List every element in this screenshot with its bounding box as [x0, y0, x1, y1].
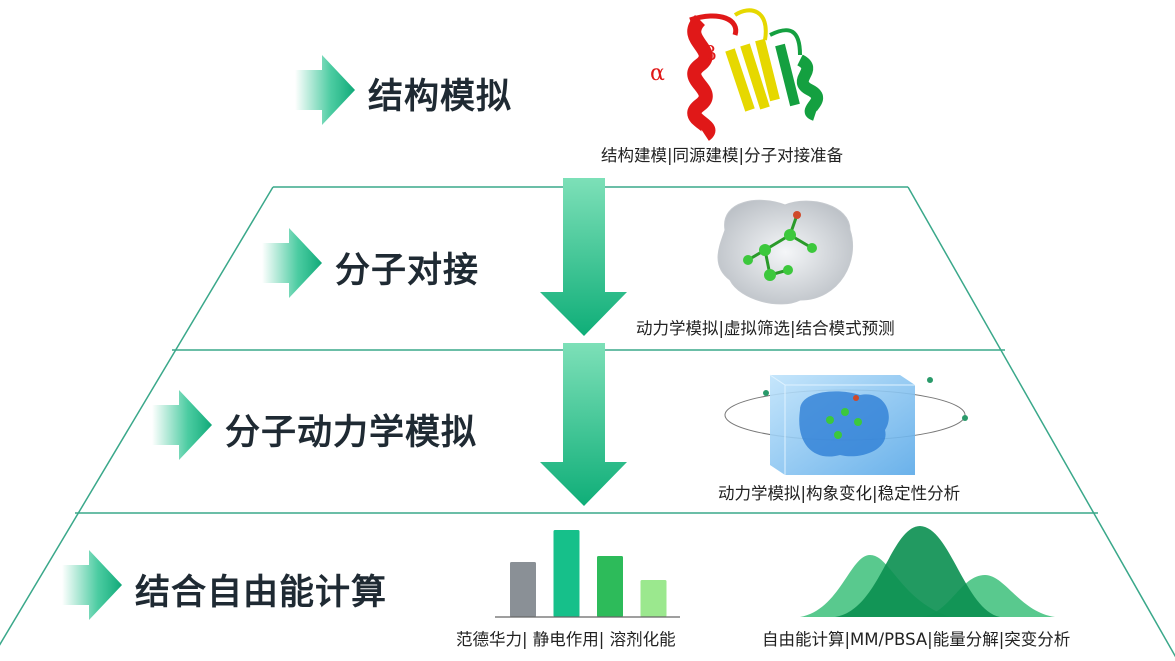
arrow-down-icon: [540, 178, 627, 336]
arrow-right-icon: [152, 390, 212, 460]
stage-title: 分子动力学模拟: [225, 413, 478, 453]
bar: [553, 530, 580, 617]
stage-title: 结构模拟: [368, 77, 513, 117]
pyramid-right-edge: [907, 186, 1175, 658]
alpha-label: α: [650, 61, 665, 86]
ligand-pocket-icon: [717, 199, 854, 305]
bar-chart-caption: 范德华力| 静电作用| 溶剂化能: [456, 630, 676, 649]
protein-structure-icon: α β: [650, 8, 823, 141]
bar: [640, 580, 667, 617]
free-energy-curves: [800, 526, 1055, 617]
stage-title: 结合自由能计算: [135, 573, 388, 613]
arrow-right-icon: [295, 55, 355, 125]
stage-caption: 动力学模拟|构象变化|稳定性分析: [718, 484, 961, 503]
bar: [510, 562, 536, 617]
bar-chart: [510, 530, 667, 617]
arrow-right-icon: [262, 228, 322, 298]
arrow-right-icon: [62, 550, 122, 620]
bar: [597, 556, 623, 617]
stage-title: 分子对接: [335, 251, 480, 291]
stage-caption: 结构建模|同源建模|分子对接准备: [601, 146, 844, 165]
solvent-box-icon: [724, 374, 968, 475]
stage-caption: 动力学模拟|虚拟筛选|结合模式预测: [636, 319, 895, 338]
pyramid-outline: [0, 186, 1175, 658]
arrow-down-icon: [540, 343, 627, 506]
pyramid-left-edge: [0, 186, 274, 646]
beta-label: β: [705, 41, 717, 65]
curve-caption: 自由能计算|MM/PBSA|能量分解|突变分析: [762, 630, 1071, 649]
